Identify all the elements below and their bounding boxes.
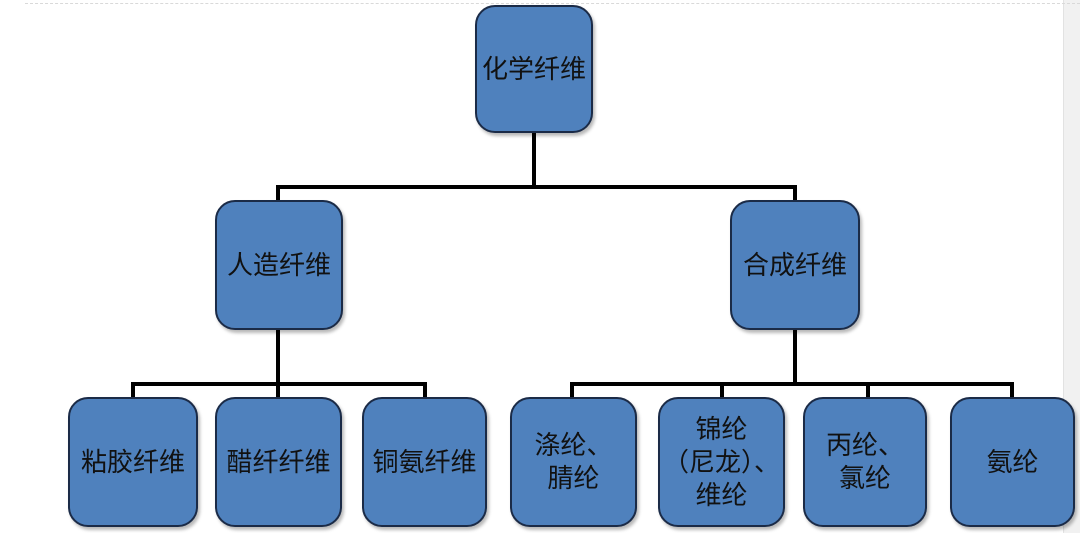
node-spandex-label: 氨纶 <box>986 447 1039 477</box>
connector-synthetic-stem <box>793 328 797 386</box>
page-edge-strip <box>1063 0 1080 533</box>
node-viscose-fiber-label: 粘胶纤维 <box>80 447 185 477</box>
connector-drop-cuprammonium <box>423 382 427 399</box>
connector-drop-synthetic <box>793 185 797 202</box>
node-spandex[interactable]: 氨纶 <box>950 397 1075 527</box>
connector-root-stem <box>532 131 536 189</box>
connector-synthetic-rail <box>570 382 1014 386</box>
node-manmade-fiber[interactable]: 人造纤维 <box>215 200 343 330</box>
node-acetate-fiber-label: 醋纤纤维 <box>226 447 331 477</box>
node-polyester-acrylic[interactable]: 涤纶、 腈纶 <box>510 397 637 527</box>
connector-drop-viscose <box>131 382 135 399</box>
connector-drop-spandex <box>1010 382 1014 399</box>
connector-manmade-stem <box>276 328 280 399</box>
node-cuprammonium-fiber-label: 铜氨纤维 <box>372 447 477 477</box>
node-nylon-vinylon[interactable]: 锦纶 （尼龙）、 维纶 <box>658 397 785 527</box>
node-polyester-acrylic-label: 涤纶、 腈纶 <box>534 431 613 493</box>
node-cuprammonium-fiber[interactable]: 铜氨纤维 <box>362 397 487 527</box>
node-viscose-fiber[interactable]: 粘胶纤维 <box>68 397 198 527</box>
connector-drop-polypropylene <box>866 382 870 399</box>
connector-drop-nylon <box>720 382 724 399</box>
connector-level1-rail <box>276 185 797 189</box>
connector-drop-polyester <box>570 382 574 399</box>
text-boundary-dashed-line <box>25 3 1080 4</box>
node-acetate-fiber[interactable]: 醋纤纤维 <box>215 397 342 527</box>
node-chemical-fiber-label: 化学纤维 <box>481 54 586 84</box>
node-polypropylene-chlorofiber[interactable]: 丙纶、 氯纶 <box>803 397 927 527</box>
node-chemical-fiber[interactable]: 化学纤维 <box>475 5 593 133</box>
connector-manmade-rail <box>131 382 427 386</box>
node-synthetic-fiber[interactable]: 合成纤维 <box>730 200 860 330</box>
node-manmade-fiber-label: 人造纤维 <box>226 250 331 280</box>
node-synthetic-fiber-label: 合成纤维 <box>742 250 847 280</box>
node-polypropylene-chlorofiber-label: 丙纶、 氯纶 <box>825 431 904 493</box>
node-nylon-vinylon-label: 锦纶 （尼龙）、 维纶 <box>662 414 780 510</box>
connector-drop-manmade <box>276 185 280 202</box>
